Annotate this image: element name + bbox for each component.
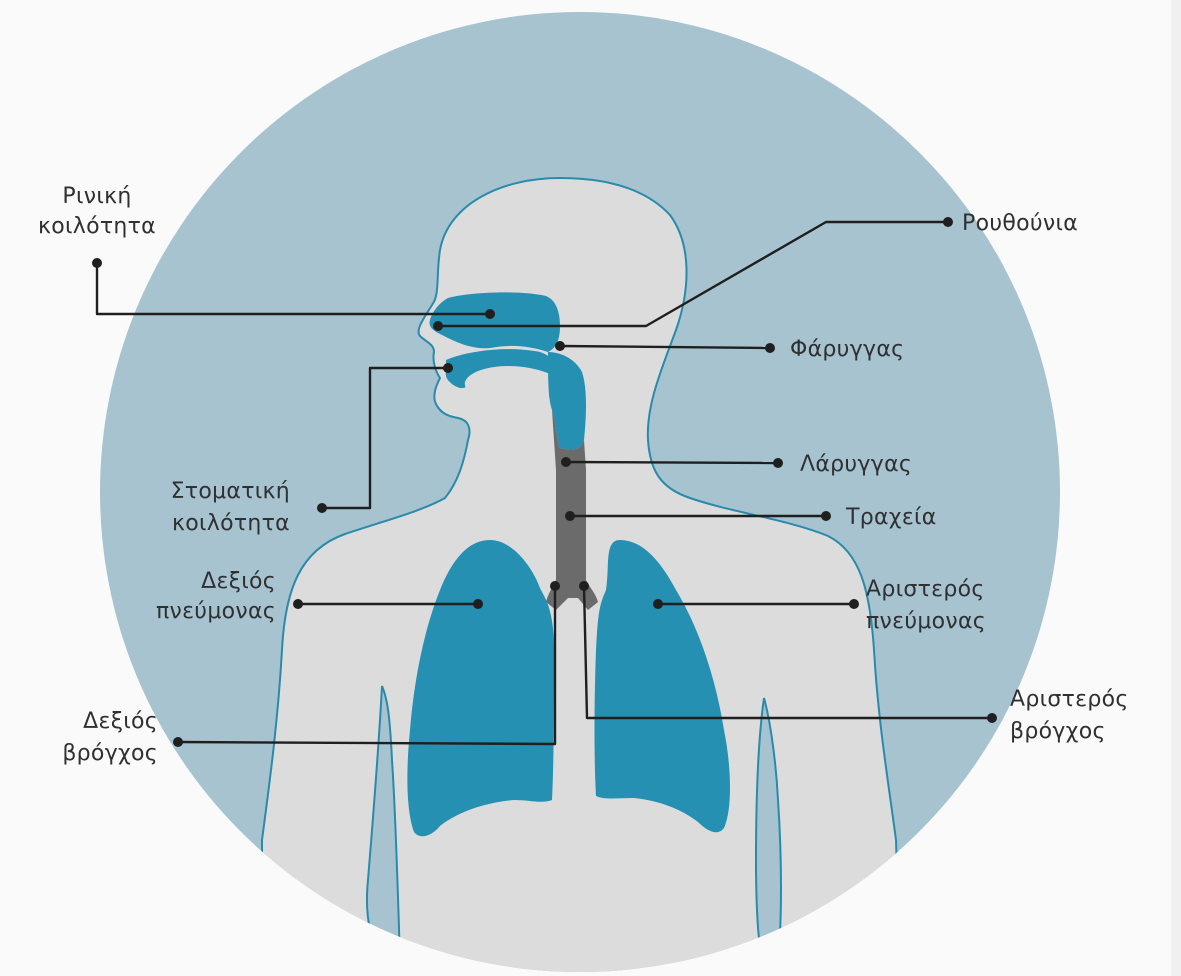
label-right-lung-line1: Δεξιός <box>201 569 276 594</box>
label-left-bronchus-line2: βρόγχος <box>1010 719 1106 744</box>
label-right-bronchus-line2: βρόγχος <box>62 741 158 766</box>
dot <box>765 343 775 353</box>
dot <box>579 581 589 591</box>
label-left-bronchus-line1: Αριστερός <box>1010 687 1129 712</box>
dot <box>565 511 575 521</box>
dot <box>849 599 859 609</box>
label-right-bronchus-line1: Δεξιός <box>83 709 158 734</box>
dot <box>550 581 560 591</box>
label-oral-cavity-line2: κοιλότητα <box>172 511 290 536</box>
dot <box>433 321 443 331</box>
label-trachea: Τραχεία <box>845 505 937 530</box>
dot <box>653 599 663 609</box>
label-left-lung-line2: πνεύμονας <box>866 609 986 634</box>
dot <box>987 713 997 723</box>
dot <box>821 511 831 521</box>
label-oral-cavity-line1: Στοματική <box>171 479 290 504</box>
dot <box>555 341 565 351</box>
dot <box>943 217 953 227</box>
dot <box>561 457 571 467</box>
dot <box>773 458 783 468</box>
dot <box>473 599 483 609</box>
label-larynx: Λάρυγγας <box>800 452 912 477</box>
label-left-lung-line1: Αριστερός <box>866 577 985 602</box>
dot <box>317 503 327 513</box>
dot <box>92 258 102 268</box>
leader-larynx <box>566 462 778 463</box>
label-right-lung-line2: πνεύμονας <box>156 599 276 624</box>
label-nasal-cavity-line1: Ρινική <box>62 184 131 209</box>
label-pharynx: Φάρυγγας <box>790 337 904 362</box>
label-nasal-cavity-line2: κοιλότητα <box>38 214 156 239</box>
dot <box>293 599 303 609</box>
dot <box>443 363 453 373</box>
dot <box>173 737 183 747</box>
dot <box>485 309 495 319</box>
label-nostrils: Ρουθούνια <box>962 211 1078 236</box>
